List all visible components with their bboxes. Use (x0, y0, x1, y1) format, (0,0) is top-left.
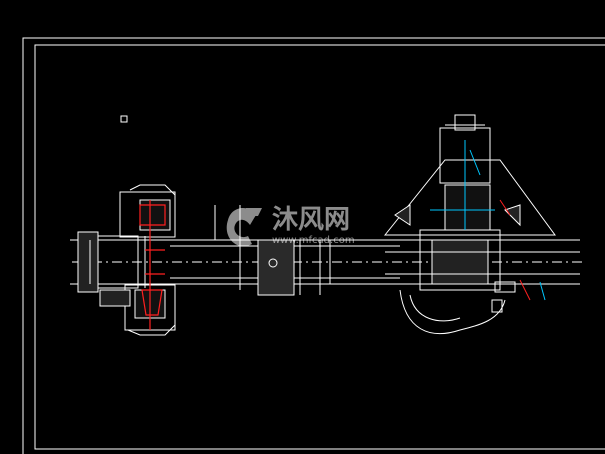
differential-housing (383, 114, 580, 335)
left-hub-red-callouts (139, 200, 166, 330)
marker-square (120, 115, 128, 123)
sheet-border (22, 37, 605, 454)
differential-cyan-lines (430, 140, 546, 301)
center-bolt (268, 258, 278, 268)
differential-red-marks (499, 199, 531, 301)
watermark: 沐风网 www.mfcad.com (226, 205, 355, 247)
watermark-brand-text: 沐风网 (272, 205, 350, 235)
center-housing-block (257, 239, 295, 296)
mfcad-logo-icon (226, 208, 262, 247)
watermark-url-text: www.mfcad.com (272, 235, 355, 246)
